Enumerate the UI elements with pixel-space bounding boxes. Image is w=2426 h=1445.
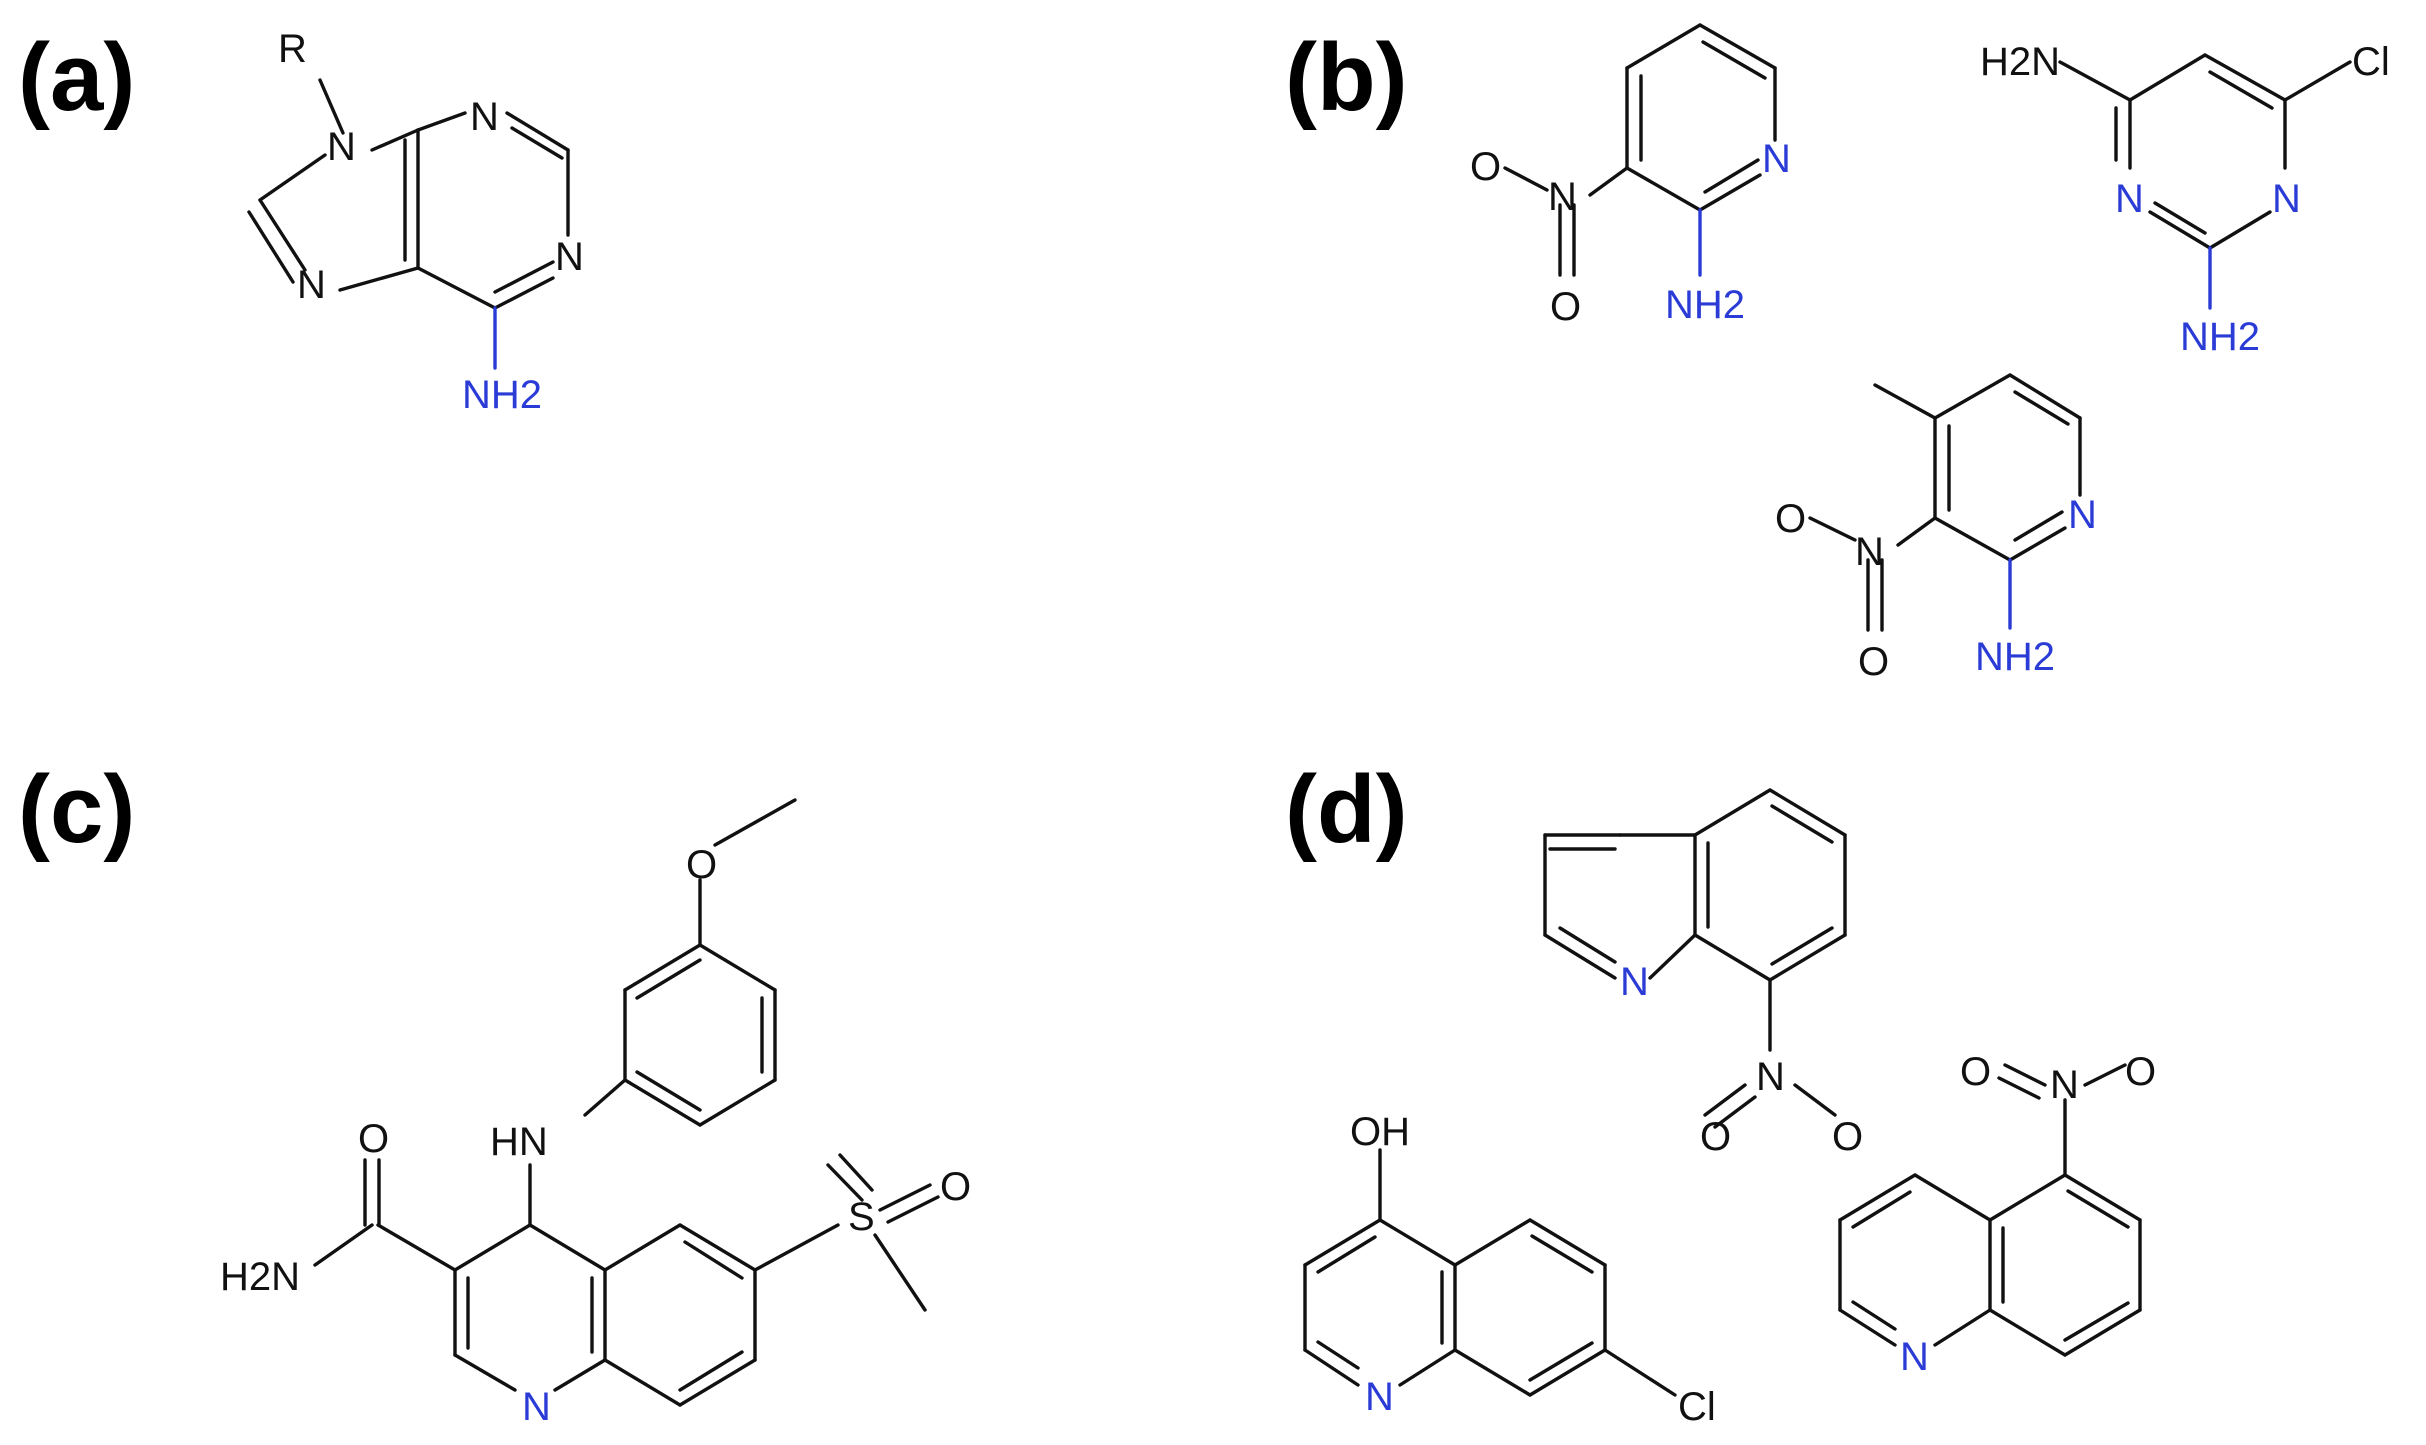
panel-b-diaminochloropyrimidine: H2N Cl N N NH2: [1980, 40, 2390, 359]
aminonitropyridine-bonds: [1503, 23, 1777, 277]
chlorine-label: Cl: [2352, 40, 2390, 84]
methoxy-o-label: O: [686, 843, 717, 887]
n1-label: N: [470, 95, 499, 139]
n3-label: N: [555, 235, 584, 279]
ring-n-label: N: [2068, 493, 2097, 537]
n-right-label: N: [2272, 177, 2301, 221]
panel-d-chlorohydroxyquinoline: OH N Cl: [1303, 1110, 1716, 1429]
sulfone-o-label: O: [940, 1165, 971, 1209]
panel-d-8-nitroquinoline: N O N O: [1543, 788, 1863, 1159]
amine-bottom-text: NH2: [2180, 315, 2260, 359]
chlorine-label: Cl: [1678, 1385, 1716, 1429]
panel-a-adenine: R N N N N NH2: [247, 27, 584, 417]
panel-c-quinoline-carboxamide: O HN O H2N S O N: [220, 798, 971, 1429]
nitro-n-label: N: [2050, 1063, 2079, 1107]
ring-n-label: N: [1900, 1335, 1929, 1379]
nitro-o2-label: O: [1858, 640, 1889, 684]
panel-b-aminomethylnitropyridine: O N O N NH2: [1775, 373, 2097, 684]
8-nitroquinoline-bonds: [1543, 788, 1847, 1129]
ring-n-label: N: [1620, 960, 1649, 1004]
amine-label: NH2: [1975, 635, 2055, 679]
amine-text: NH2: [1975, 635, 2055, 679]
hn-label: HN: [490, 1120, 548, 1164]
amide-n-text: H2N: [220, 1255, 300, 1299]
nitro-o1-label: O: [1700, 1115, 1731, 1159]
aminomethylnitropyridine-bonds: [1808, 373, 2082, 632]
amine-text: NH2: [462, 373, 542, 417]
n7-label: N: [297, 263, 326, 307]
panel-label-b: (b): [1285, 24, 1408, 131]
nitro-o2-label: O: [1550, 285, 1581, 329]
ring-n-label: N: [1365, 1375, 1394, 1419]
nitro-o1-label: O: [1960, 1050, 1991, 1094]
n9-label: N: [327, 125, 356, 169]
chlorohydroxyquinoline-bonds: [1303, 1148, 1677, 1397]
panel-b-aminonitropyridine: O N O N NH2: [1470, 23, 1791, 329]
panel-label-d: (d): [1285, 756, 1408, 863]
nitro-o2-label: O: [1832, 1115, 1863, 1159]
panel-d-5-nitroquinoline: O N O N: [1838, 1050, 2156, 1379]
nitro-n-label: N: [1855, 530, 1884, 574]
ring-n-label: N: [1762, 137, 1791, 181]
5-nitroquinoline-bonds: [1838, 1063, 2142, 1357]
nitro-o2-label: O: [2125, 1050, 2156, 1094]
nitro-n-label: N: [1548, 175, 1577, 219]
hydroxyl-label: OH: [1350, 1110, 1410, 1154]
quinoline-carboxamide-bonds: [313, 798, 940, 1407]
amine-bottom-label: NH2: [2180, 315, 2260, 359]
amide-o-label: O: [358, 1117, 389, 1161]
amine-left-label: H2N: [1980, 40, 2060, 84]
panel-label-c: (c): [18, 756, 135, 863]
nitro-n-label: N: [1756, 1055, 1785, 1099]
r-group-label: R: [278, 27, 307, 71]
amine-left-text: H2N: [1980, 40, 2060, 84]
panel-label-a: (a): [18, 24, 135, 131]
amine-label: NH2: [1665, 283, 1745, 327]
diaminochloropyrimidine-bonds: [2058, 53, 2352, 310]
sulfur-label: S: [848, 1195, 875, 1239]
nitro-o1-label: O: [1775, 497, 1806, 541]
amine-label: NH2: [462, 373, 542, 417]
amine-text: NH2: [1665, 283, 1745, 327]
nitro-o1-label: O: [1470, 145, 1501, 189]
ring-n-label: N: [522, 1385, 551, 1429]
adenine-bonds: [247, 78, 570, 370]
n-left-label: N: [2115, 177, 2144, 221]
amide-n-label: H2N: [220, 1255, 300, 1299]
